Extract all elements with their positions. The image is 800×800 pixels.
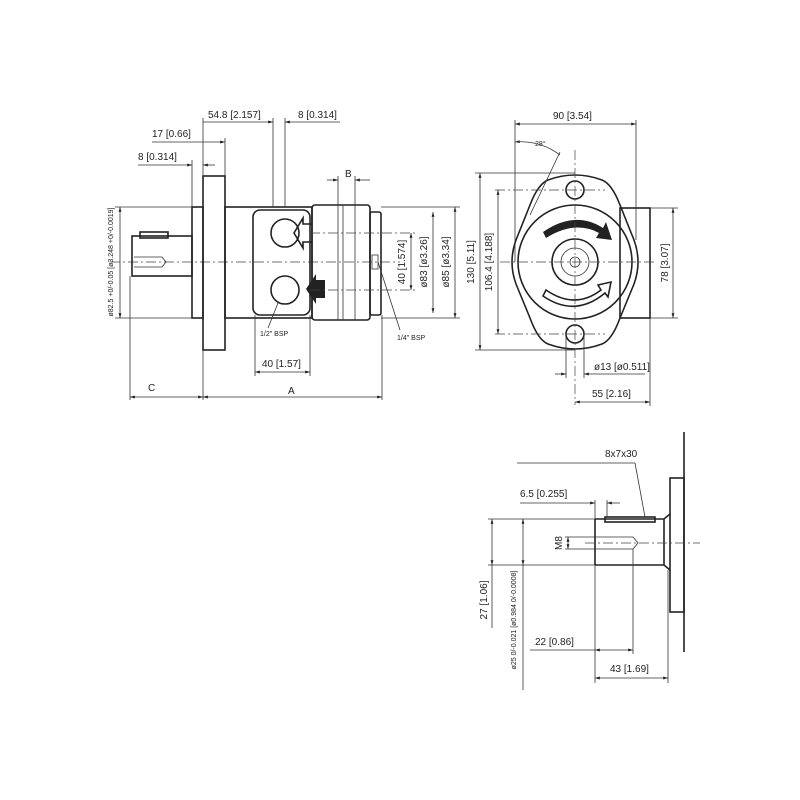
dim-phi85: ø85 [ø3.34] [441, 236, 452, 287]
dim-a: A [288, 386, 295, 397]
mounting-flange [202, 175, 226, 351]
port-block [252, 209, 311, 316]
shaft-key [604, 516, 656, 523]
dim-phi83: ø83 [ø3.26] [419, 236, 430, 287]
dim-106-4: 106.4 [4.188] [484, 233, 495, 292]
dim-22: 22 [0.86] [535, 637, 574, 648]
dim-phi25: ø25 0/-0.021 [ø0.984 0/-0.0008] [511, 571, 518, 670]
rotation-arrow-cw-icon [543, 219, 612, 240]
dim-90: 90 [3.54] [553, 111, 592, 122]
dim-6-5: 6.5 [0.255] [520, 489, 567, 500]
end-cap [369, 211, 382, 316]
front-view: 90 [3.54] 28° 130 [5.11] 106.4 [4.188] 7… [466, 111, 678, 406]
dim-55: 55 [2.16] [592, 389, 631, 400]
key-size-label: 8x7x30 [605, 449, 638, 460]
dim-17: 17 [0.66] [152, 129, 191, 140]
dim-40-vert: 40 [1.574] [397, 240, 408, 285]
thread-hole [597, 536, 639, 550]
dim-54-8: 54.8 [2.157] [208, 110, 261, 121]
dim-b: B [345, 169, 352, 180]
dim-27: 27 [1.06] [479, 580, 490, 619]
gear-section [311, 204, 371, 321]
inlet-arrow-icon [293, 215, 312, 251]
front-flange [511, 174, 639, 350]
rotation-arrow-ccw-icon [541, 280, 613, 308]
dim-40-horiz: 40 [1.57] [262, 359, 301, 370]
side-port-block [619, 207, 651, 319]
port-half-bsp-label: 1/2" BSP [260, 331, 288, 338]
port-b [270, 275, 300, 305]
dim-8-top: 8 [0.314] [298, 110, 337, 121]
dim-phi13: ø13 [ø0.511] [594, 362, 650, 373]
angle-28: 28° [535, 140, 546, 148]
output-shaft [131, 231, 193, 277]
dim-43: 43 [1.69] [610, 664, 649, 675]
dim-130: 130 [5.11] [466, 240, 477, 284]
dim-c: C [148, 383, 155, 394]
shaft-profile [594, 513, 671, 571]
shaft-collar [191, 206, 204, 319]
shaft-detail-view: 8x7x30 6.5 [0.255] 27 [1.06] ø25 0/-0.02… [479, 432, 700, 690]
port-a [270, 218, 300, 248]
side-view: 54.8 [2.157] 8 [0.314] 17 [0.66] 8 [0.31… [108, 110, 460, 400]
thread-label: M8 [554, 536, 565, 550]
port-quarter-bsp-label: 1/4" BSP [397, 335, 425, 342]
dim-phi82-5: ø82.5 +0/-0.05 [ø3.248 +0/-0.0019] [108, 207, 115, 316]
dim-8-left: 8 [0.314] [138, 152, 177, 163]
outlet-arrow-icon [306, 274, 325, 304]
flange-section [669, 477, 685, 613]
dim-78: 78 [3.07] [660, 243, 671, 282]
